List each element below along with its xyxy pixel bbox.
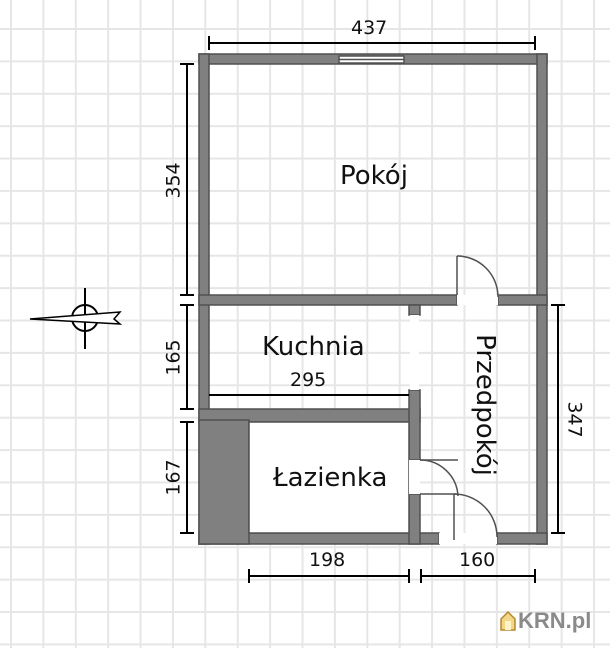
room-label-przedpokoj: Przedpokój: [469, 334, 500, 476]
dimension-bottom-przedpokoj: 160: [459, 549, 496, 571]
dimension-kuchnia-width: 295: [290, 369, 327, 391]
room-label-lazienka: Łazienka: [273, 463, 388, 493]
compass-arrow-icon: [29, 288, 123, 349]
dimension-top-width: 437: [351, 17, 388, 39]
dimension-left-kuchnia: 165: [162, 339, 185, 376]
doors: [409, 255, 499, 544]
window: [338, 55, 405, 64]
room-label-pokoj: Pokój: [340, 161, 408, 191]
room-label-kuchnia: Kuchnia: [262, 332, 365, 362]
house-icon: [500, 610, 516, 631]
logo-text: KRN.pl: [518, 608, 592, 633]
dimension-lines: [180, 36, 565, 583]
krn-logo: KRN.pl: [500, 608, 591, 634]
kitchen-opening: [410, 315, 419, 390]
dimension-right-przedpokoj: 347: [563, 401, 586, 438]
dimension-left-pokoj: 354: [162, 162, 185, 199]
dimension-left-lazienka: 167: [162, 459, 185, 496]
dimension-bottom-lazienka: 198: [309, 549, 346, 571]
